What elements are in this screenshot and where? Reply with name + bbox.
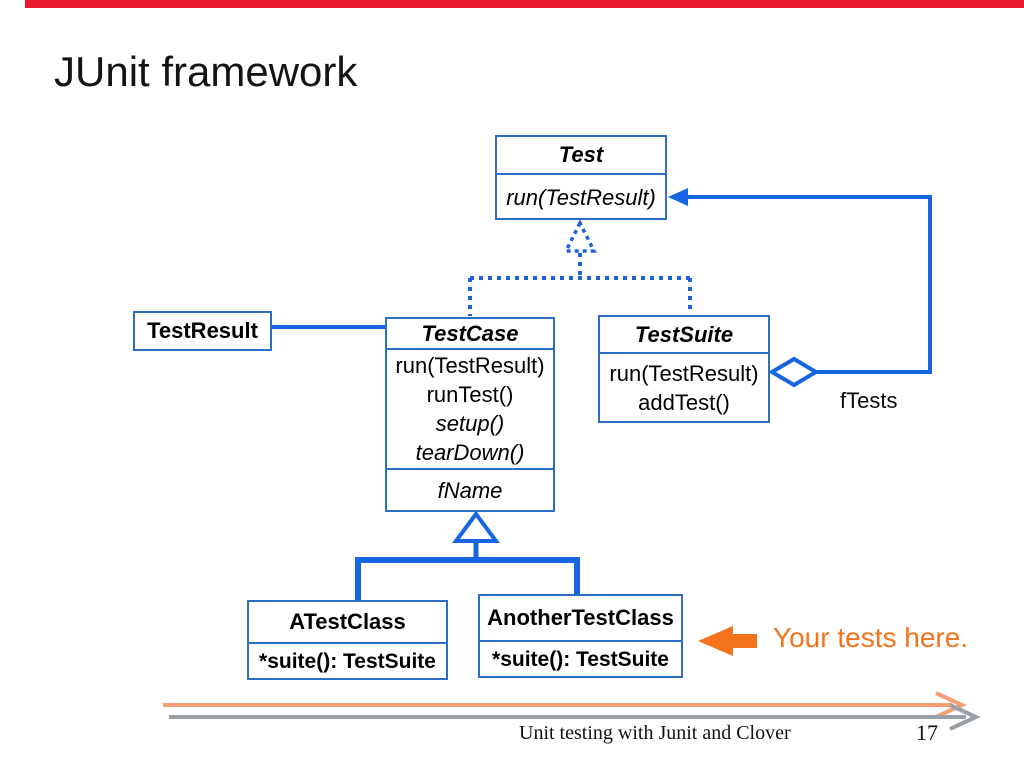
timeline-orange-arrowhead-icon (935, 691, 967, 719)
slide-title: JUnit framework (54, 48, 358, 95)
method-label: runTest() (426, 382, 514, 407)
timeline-gray-arrowhead-icon (949, 703, 981, 731)
class-box-testcase: TestCase run(TestResult) runTest() setup… (385, 317, 555, 512)
association-arrowhead-icon (668, 188, 688, 206)
class-box-atestclass: ATestClass *suite(): TestSuite (247, 600, 448, 680)
class-methods-testsuite: run(TestResult) addTest() (600, 352, 768, 421)
page-number: 17 (916, 720, 938, 745)
method-label: *suite(): TestSuite (259, 650, 436, 673)
class-attributes-testcase: fName (387, 468, 553, 512)
your-tests-arrow-icon (698, 626, 757, 656)
realization-arrowhead-icon (563, 219, 597, 253)
class-methods-anothertestclass: *suite(): TestSuite (480, 640, 681, 678)
method-label: tearDown() (415, 440, 525, 465)
class-methods-testcase: run(TestResult) runTest() setup() tearDo… (387, 348, 553, 468)
attribute-label: fName (437, 478, 503, 503)
generalization-arrowhead-icon (452, 510, 500, 543)
method-label: setup() (435, 411, 505, 436)
class-methods-atestclass: *suite(): TestSuite (249, 642, 446, 680)
class-name-test: Test (558, 142, 604, 167)
class-name-testcase: TestCase (421, 320, 519, 346)
aggregation-diamond-icon (768, 356, 820, 388)
class-name-anothertestclass: AnotherTestClass (487, 605, 674, 630)
class-methods-test: run(TestResult) (497, 173, 665, 220)
your-tests-annotation: Your tests here. (773, 622, 969, 653)
class-name-testsuite: TestSuite (634, 321, 734, 347)
method-label: addTest() (638, 389, 730, 415)
method-label: run(TestResult) (506, 184, 656, 210)
method-label: run(TestResult) (395, 353, 545, 378)
footer-text: Unit testing with Junit and Clover (519, 722, 791, 744)
top-accent-bar (25, 0, 1024, 8)
method-label: *suite(): TestSuite (492, 648, 669, 671)
class-box-testsuite: TestSuite run(TestResult) addTest() (598, 315, 770, 423)
class-box-test: Test run(TestResult) (495, 135, 667, 220)
class-name-testresult: TestResult (147, 318, 258, 343)
aggregation-role-label: fTests (840, 388, 898, 413)
method-label: run(TestResult) (609, 360, 759, 386)
class-box-anothertestclass: AnotherTestClass *suite(): TestSuite (478, 594, 683, 678)
class-name-atestclass: ATestClass (289, 609, 406, 634)
class-box-testresult: TestResult (133, 311, 272, 351)
